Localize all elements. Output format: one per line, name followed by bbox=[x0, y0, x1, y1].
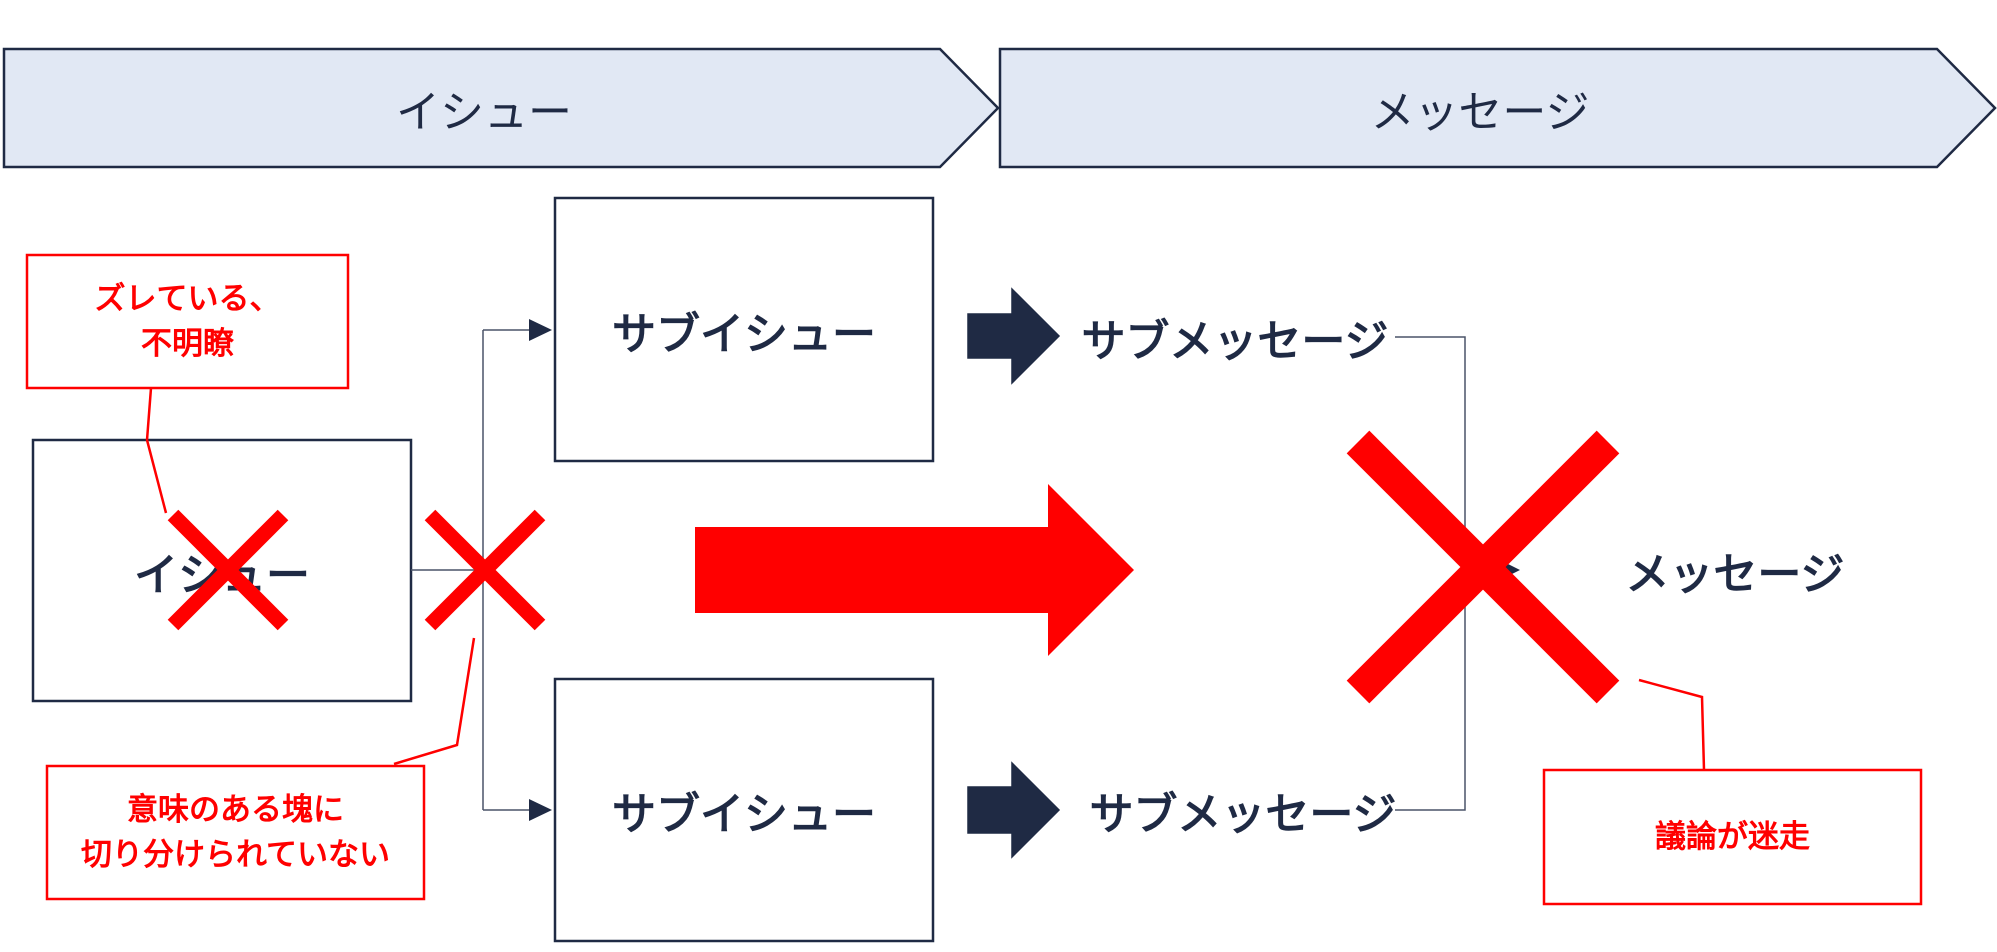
callout-leaders bbox=[145, 387, 1706, 771]
note-misaligned-line1: ズレている、 bbox=[94, 280, 281, 317]
arrowhead-to-main-message bbox=[1500, 560, 1520, 580]
sub-issue-bottom-label: サブイシュー bbox=[612, 789, 876, 840]
issue-phase-chevron bbox=[2, 47, 1000, 169]
note-misaligned: ズレている、 不明瞭 bbox=[27, 255, 348, 388]
arrowhead-to-top-subissue bbox=[529, 319, 552, 341]
sub-issue-bottom-box bbox=[553, 677, 935, 943]
note-not-split: 意味のある塊に 切り分けられていない bbox=[47, 766, 424, 899]
message-phase-label: メッセージ bbox=[1370, 87, 1590, 138]
note-not-split-line2: 切り分けられていない bbox=[80, 836, 391, 873]
main-message-label: メッセージ bbox=[1625, 549, 1845, 600]
note-misaligned-line2: 不明瞭 bbox=[141, 325, 234, 362]
sub-issue-top-box bbox=[553, 196, 935, 463]
block-arrow-top bbox=[967, 287, 1061, 385]
issue-tree-connector bbox=[411, 329, 530, 811]
sub-message-top-label: サブメッセージ bbox=[1081, 316, 1389, 367]
sub-message-bottom-label: サブメッセージ bbox=[1089, 789, 1397, 840]
block-arrow-bottom bbox=[967, 761, 1061, 859]
big-red-arrow bbox=[695, 484, 1134, 656]
sub-issue-top-label: サブイシュー bbox=[612, 308, 876, 360]
note-not-split-box bbox=[45, 764, 426, 901]
arrowhead-to-bottom-subissue bbox=[529, 799, 552, 821]
message-tree-connector bbox=[1395, 336, 1505, 811]
note-astray: 議論が迷走 bbox=[1655, 818, 1810, 855]
note-misaligned-box bbox=[25, 253, 350, 390]
note-not-split-line1: 意味のある塊に bbox=[126, 791, 344, 828]
message-phase-chevron bbox=[998, 47, 1997, 169]
issue-phase-label: イシュー bbox=[396, 87, 572, 138]
note-astray-box bbox=[1542, 768, 1923, 906]
main-issue-label: イシュー bbox=[134, 549, 310, 601]
